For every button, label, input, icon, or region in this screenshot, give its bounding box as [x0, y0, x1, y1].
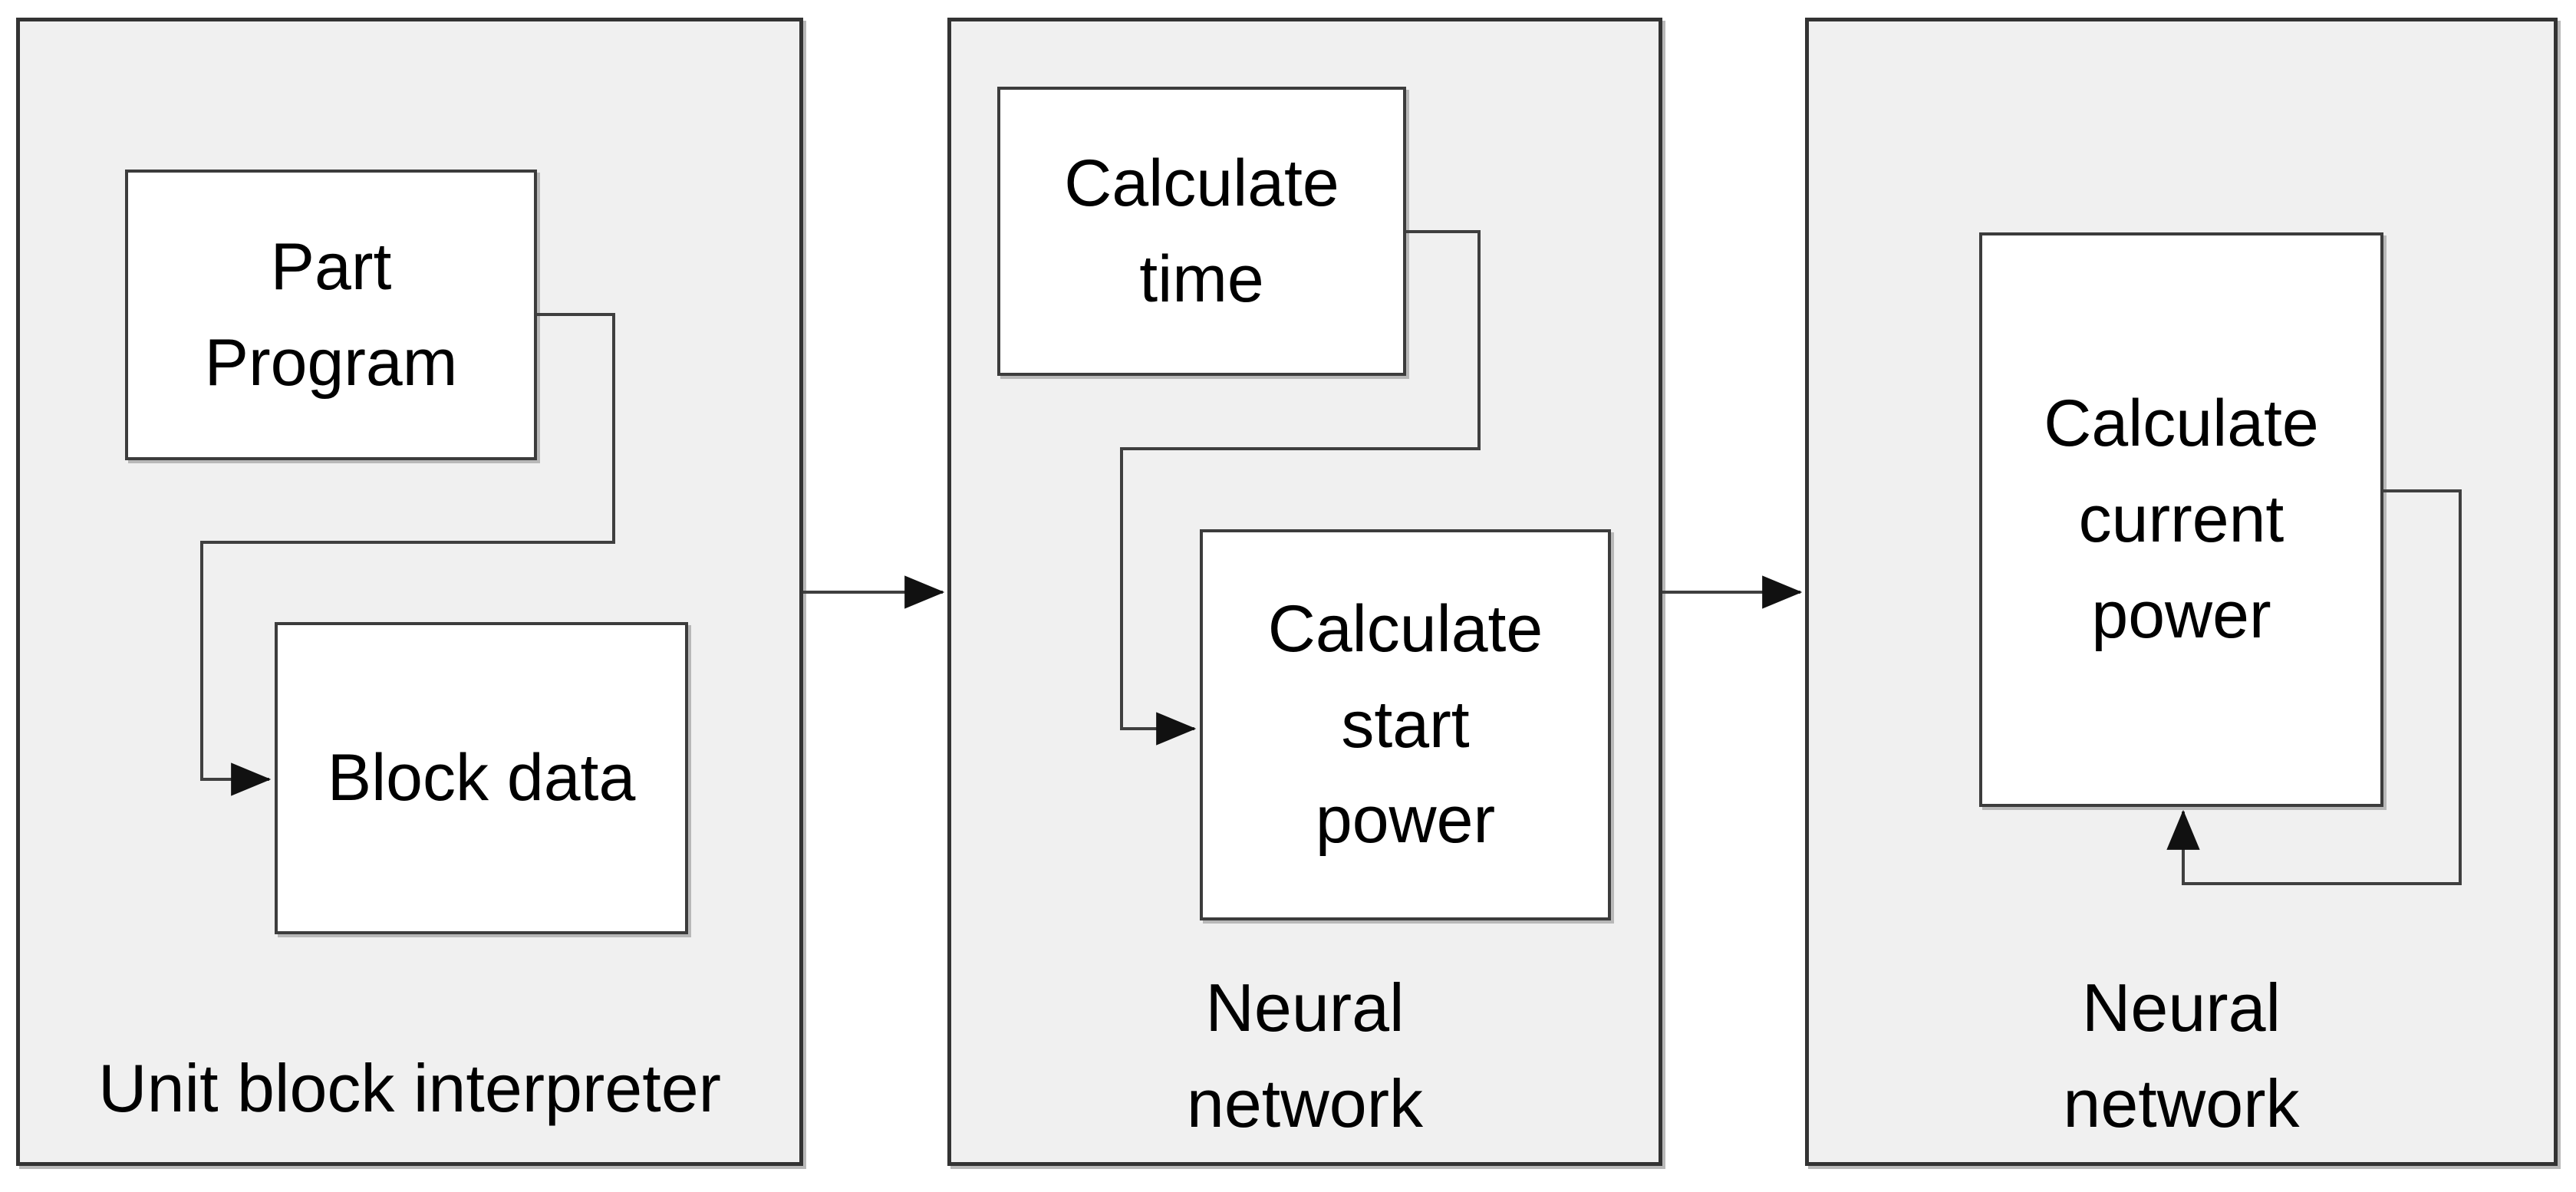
panel-unit-block-interpreter: Part Program Block data Unit block inter… — [16, 18, 803, 1166]
panel-neural-network-1: Calculate time Calculate start power Neu… — [947, 18, 1662, 1166]
node-part-program: Part Program — [125, 170, 537, 460]
panel-label-neural-network-1: Neural network — [1186, 970, 1424, 1142]
node-calculate-time: Calculate time — [997, 87, 1406, 376]
panel-neural-network-2: Calculate current power Neural network — [1805, 18, 2558, 1166]
node-block-data: Block data — [275, 622, 688, 934]
panel-label-unit-block-interpreter: Unit block interpreter — [98, 1050, 721, 1127]
node-calculate-start-power: Calculate start power — [1200, 529, 1611, 920]
panel-label-neural-network-2: Neural network — [2063, 970, 2300, 1142]
node-calculate-current-power: Calculate current power — [1979, 232, 2383, 807]
